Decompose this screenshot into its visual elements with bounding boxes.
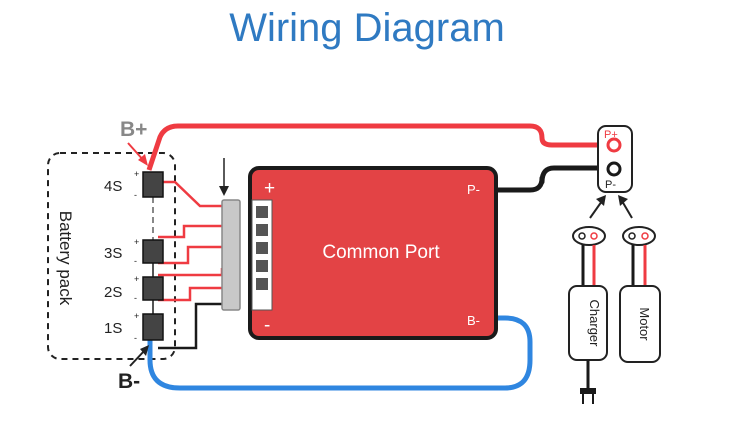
p-minus-label: P- xyxy=(605,179,616,191)
board-name: Common Port xyxy=(322,242,440,263)
p-plus-terminal xyxy=(606,137,622,153)
page-title: Wiring Diagram xyxy=(229,6,505,50)
charger-arrowhead xyxy=(596,195,606,206)
balance-wire-4s xyxy=(158,180,222,208)
charger-arrow xyxy=(589,200,603,219)
charger-mains-plug xyxy=(580,388,596,394)
b-minus-arrow xyxy=(129,349,146,367)
balance-wire-2s-neg xyxy=(158,286,222,302)
svg-text:-: - xyxy=(134,333,137,343)
b-minus-arrowhead xyxy=(140,345,149,356)
board-minus-label: - xyxy=(264,315,270,336)
svg-text:+: + xyxy=(134,237,139,247)
p-minus-terminal xyxy=(606,161,622,177)
cell-4s-label: 4S xyxy=(104,178,122,195)
balance-wire-3s-neg xyxy=(158,245,222,265)
battery-pack-outline xyxy=(47,152,176,360)
cell-4s: + - xyxy=(134,169,164,200)
board-p-minus-label: P- xyxy=(467,182,480,197)
cell-1s-label: 1S xyxy=(104,320,122,337)
svg-text:+: + xyxy=(134,274,139,284)
b-minus-wire xyxy=(147,315,533,391)
svg-text:+: + xyxy=(134,311,139,321)
motor-arrow xyxy=(621,200,633,219)
svg-text:-: - xyxy=(134,256,137,266)
motor-label: Motor xyxy=(637,307,652,341)
board-socket-pins xyxy=(256,206,268,290)
cell-3s-label: 3S xyxy=(104,245,122,262)
cell-1s: + - xyxy=(134,311,164,343)
cell-2s: + - xyxy=(134,274,164,303)
svg-text:-: - xyxy=(134,293,137,303)
b-plus-label: B+ xyxy=(120,118,147,141)
motor-plug xyxy=(622,226,656,246)
svg-text:+: + xyxy=(134,169,139,179)
connector-arrowhead xyxy=(219,186,229,196)
board-b-minus-label: B- xyxy=(467,313,480,328)
b-plus-arrowhead xyxy=(138,154,148,166)
motor-box xyxy=(619,285,661,363)
cell-3s: + - xyxy=(134,237,164,266)
charger-label: Charger xyxy=(587,300,602,348)
board-plus-label: + xyxy=(264,178,275,199)
b-minus-label: B- xyxy=(118,370,140,393)
balance-wire-1s-neg xyxy=(158,302,222,350)
b-plus-wire xyxy=(146,123,612,171)
p-minus-wire xyxy=(490,165,612,193)
balance-wire-3s xyxy=(158,224,222,239)
battery-pack-label: Battery pack xyxy=(56,211,75,306)
bms-board xyxy=(248,166,498,340)
output-port xyxy=(597,125,633,193)
motor-arrowhead xyxy=(618,195,628,206)
balance-wire-2s xyxy=(158,268,224,277)
charger-plug xyxy=(572,226,606,246)
cell-2s-label: 2S xyxy=(104,284,122,301)
balance-connector-plug xyxy=(221,199,241,311)
svg-text:-: - xyxy=(134,190,137,200)
